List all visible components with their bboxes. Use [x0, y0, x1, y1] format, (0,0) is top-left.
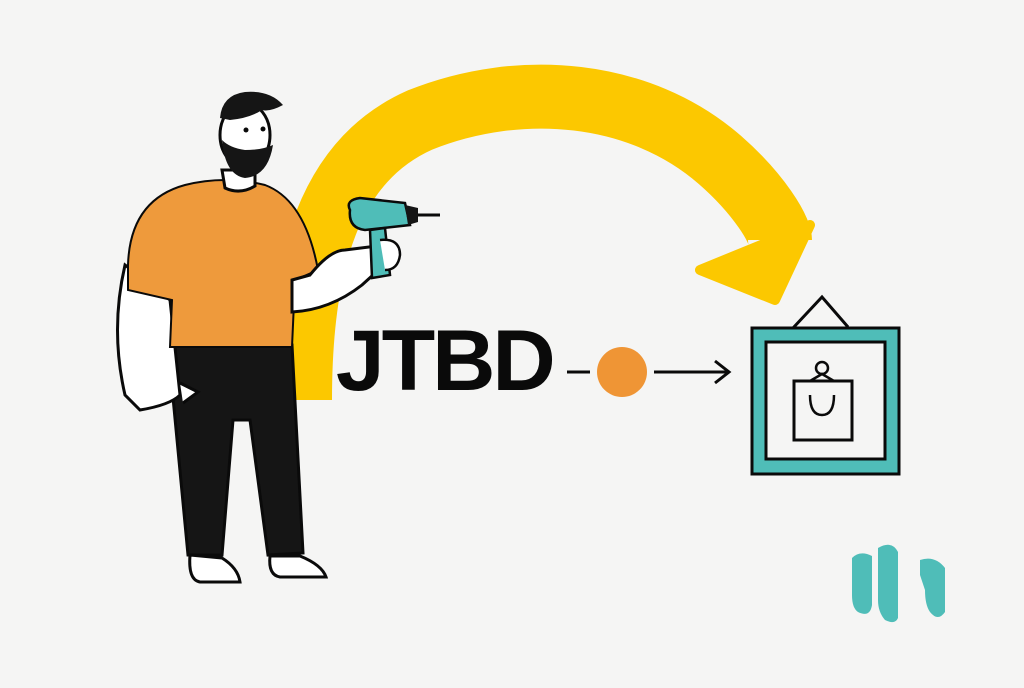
jtbd-title: JTBD	[335, 313, 556, 409]
curved-arrow-icon	[268, 64, 815, 401]
brand-logo-icon	[852, 544, 945, 623]
dot-connector-icon	[567, 347, 732, 397]
person-icon	[116, 91, 398, 584]
framed-picture-icon	[750, 294, 901, 476]
drill-icon	[347, 196, 440, 280]
